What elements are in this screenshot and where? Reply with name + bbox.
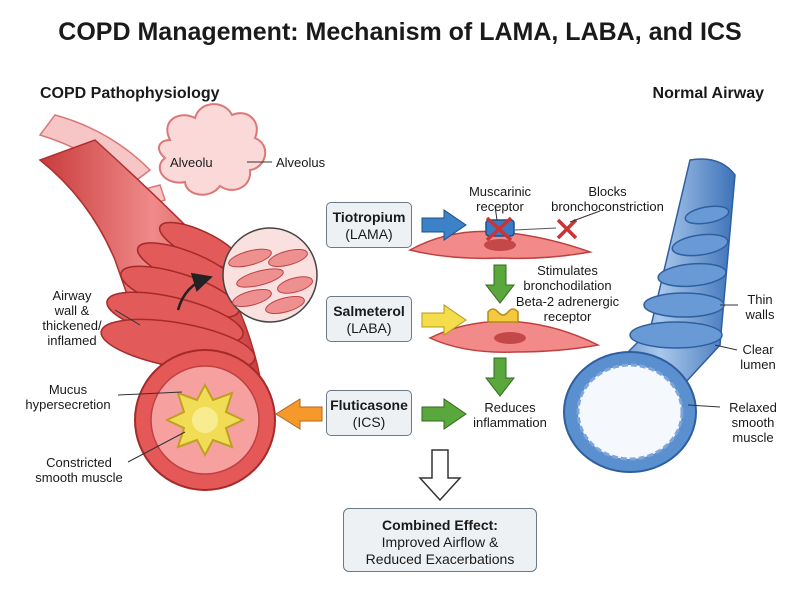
copd-cross-section: [134, 349, 276, 491]
salmeterol-box: Salmeterol (LABA): [326, 296, 412, 342]
mucus-label: Mucus hypersecretion: [25, 382, 111, 412]
thin-walls-label: Thin walls: [745, 292, 775, 322]
laba-arrow: [421, 304, 467, 336]
muscarinic-cell: [407, 216, 593, 260]
page-title: COPD Management: Mechanism of LAMA, LABA…: [58, 18, 742, 46]
ics-arrow-left: [275, 398, 323, 430]
alveolus-label: Alveolus: [276, 155, 326, 170]
normal-cross-section: [563, 351, 697, 473]
green-down-arrow-2: [484, 357, 516, 397]
green-down-arrow-1: [484, 264, 516, 304]
alveolus-sac: [158, 103, 267, 196]
stimulates-label: Stimulates bronchodilation: [523, 263, 612, 293]
copd-airway-tube: [38, 139, 266, 407]
blocks-label: Blocks bronchoconstriction: [551, 184, 664, 214]
relaxed-muscle-label: Relaxed smooth muscle: [729, 400, 777, 445]
leader-lines: [114, 161, 738, 463]
combined-down-arrow: [418, 449, 462, 502]
tiotropium-box: Tiotropium (LAMA): [326, 202, 412, 248]
beta2-cell: [428, 308, 601, 353]
constricted-muscle-label: Constricted smooth muscle: [35, 455, 123, 485]
ics-arrow-right: [421, 398, 467, 430]
normal-airway-heading: Normal Airway: [652, 85, 764, 102]
normal-airway-tube: [583, 158, 736, 411]
beta2-receptor-label: Beta-2 adrenergic receptor: [515, 294, 620, 324]
lama-arrow: [421, 209, 467, 241]
inflamed-cells-zoom: [176, 227, 318, 323]
alveolu-label: Alveolu: [170, 155, 213, 170]
combined-effect-box: Combined Effect: Improved Airflow & Redu…: [343, 508, 537, 572]
muscarinic-receptor-label: Muscarinic receptor: [468, 184, 532, 214]
airway-wall-label: Airway wall & thickened/ inflamed: [42, 288, 102, 348]
fluticasone-box: Fluticasone (ICS): [326, 390, 412, 436]
clear-lumen-label: Clear lumen: [740, 342, 776, 372]
reduces-inflammation-label: Reduces inflammation: [473, 400, 547, 430]
copd-section-heading: COPD Pathophysiology: [40, 85, 220, 102]
